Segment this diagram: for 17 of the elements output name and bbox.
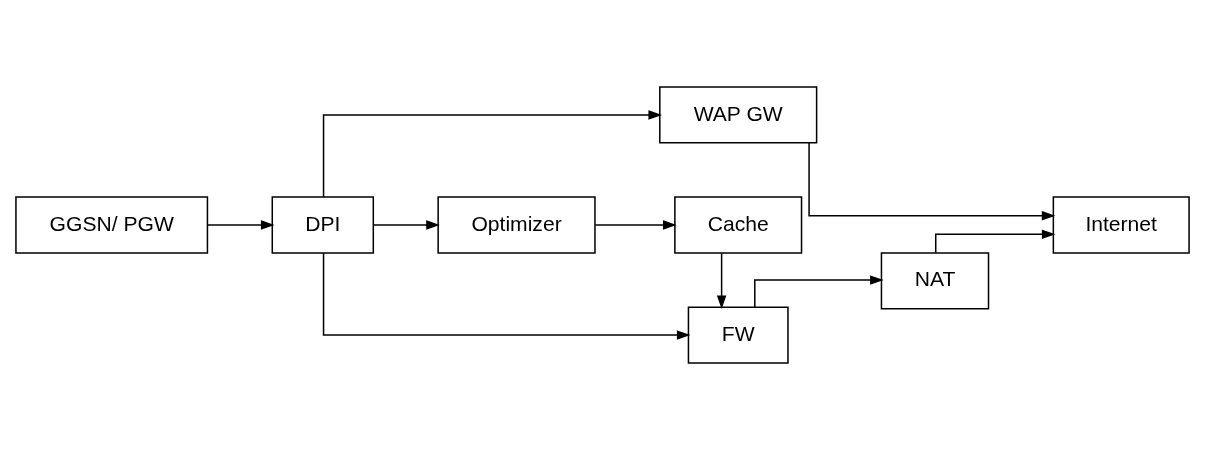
- arrow: [935, 229, 1056, 254]
- node-box: Internet: [1052, 196, 1190, 254]
- arrow: [594, 220, 677, 230]
- arrow: [322, 252, 691, 340]
- arrow: [372, 220, 440, 230]
- node-box: WAP GW: [659, 86, 818, 144]
- node-box: Cache: [674, 196, 803, 254]
- node-box: GGSN/ PGW: [15, 196, 209, 254]
- arrow: [207, 220, 275, 230]
- arrow: [716, 252, 727, 310]
- node-box: DPI: [271, 196, 375, 254]
- node-box: NAT: [880, 252, 990, 310]
- node-box: FW: [687, 306, 789, 364]
- arrow: [322, 110, 662, 198]
- arrow: [754, 275, 884, 308]
- arrow: [808, 142, 1056, 221]
- node-box: Optimizer: [437, 196, 596, 254]
